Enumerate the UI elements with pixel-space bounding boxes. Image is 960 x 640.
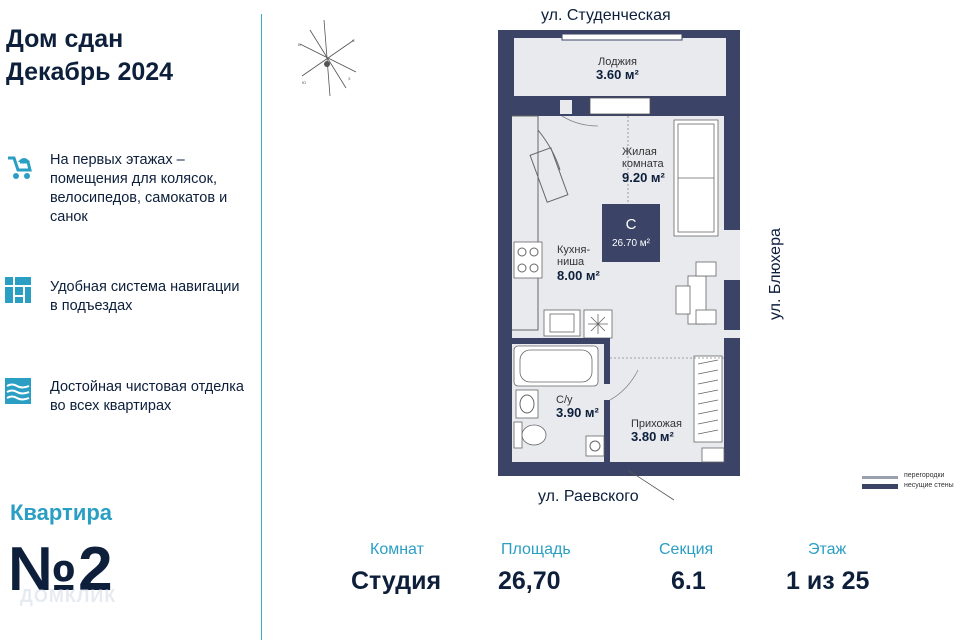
compass-icon: В С Ю З <box>298 19 357 97</box>
room-loggia-area: 3.60 м² <box>596 67 639 82</box>
divider-line <box>261 14 262 640</box>
legend-wall-label: несущие стены <box>904 482 954 489</box>
room-kitchen-name-1: Кухня- <box>557 244 591 256</box>
room-kitchen-area: 8.00 м² <box>557 268 600 283</box>
street-right: ул. Блюхера <box>767 228 784 320</box>
area-value: 26,70 <box>498 567 561 595</box>
svg-text:Ю: Ю <box>302 80 306 85</box>
completion-date: Декабрь 2024 <box>6 58 174 86</box>
loggia-floor <box>514 38 726 96</box>
legend-partition-swatch <box>862 476 898 479</box>
room-living-name-1: Жилая <box>622 146 657 158</box>
section-value: 6.1 <box>671 567 706 595</box>
svg-text:С: С <box>352 38 355 43</box>
rooms-label: Комнат <box>370 541 424 558</box>
svg-text:В: В <box>298 42 301 47</box>
floor-label: Этаж <box>808 541 847 558</box>
feature-finishing-text: Достойная чистовая отделка во всех кварт… <box>50 379 244 414</box>
legend-partition-label: перегородки <box>904 472 945 479</box>
street-top: ул. Студенческая <box>541 7 671 24</box>
completion-status: Дом сдан <box>6 25 124 53</box>
svg-text:З: З <box>348 76 351 81</box>
apartment-label: Квартира <box>10 500 113 525</box>
stroller-icon <box>8 156 32 179</box>
studio-badge: С 26.70 м² <box>602 204 660 262</box>
room-loggia-name: Лоджия <box>598 56 637 68</box>
street-bottom: ул. Раевского <box>538 488 639 505</box>
pointer-line <box>627 469 675 501</box>
feature-navigation-text: Удобная система навигации в подъездах <box>50 279 240 314</box>
rooms-value: Студия <box>351 567 442 595</box>
finishing-icon <box>5 378 31 404</box>
room-hallway-name: Прихожая <box>631 418 682 430</box>
room-bathroom-name: С/у <box>556 394 573 406</box>
apartment-number: №2 <box>8 535 114 604</box>
floor-plan <box>498 30 740 476</box>
watermark: ДОМКЛИК <box>20 586 117 606</box>
floor-value: 1 из 25 <box>786 567 870 595</box>
area-label: Площадь <box>501 541 571 558</box>
section-label: Секция <box>659 541 714 558</box>
studio-badge-letter: С <box>625 216 637 233</box>
room-hallway-area: 3.80 м² <box>631 429 674 444</box>
legend-wall-swatch <box>862 484 898 489</box>
studio-badge-area: 26.70 м² <box>611 238 650 249</box>
room-bathroom-area: 3.90 м² <box>556 405 599 420</box>
room-kitchen-name-2: ниша <box>557 256 585 268</box>
room-living-name-2: комната <box>622 158 664 170</box>
room-living-area: 9.20 м² <box>622 170 665 185</box>
feature-storage-text: На первых этажах – помещения для колясок… <box>50 152 228 225</box>
navigation-grid-icon <box>5 277 31 303</box>
